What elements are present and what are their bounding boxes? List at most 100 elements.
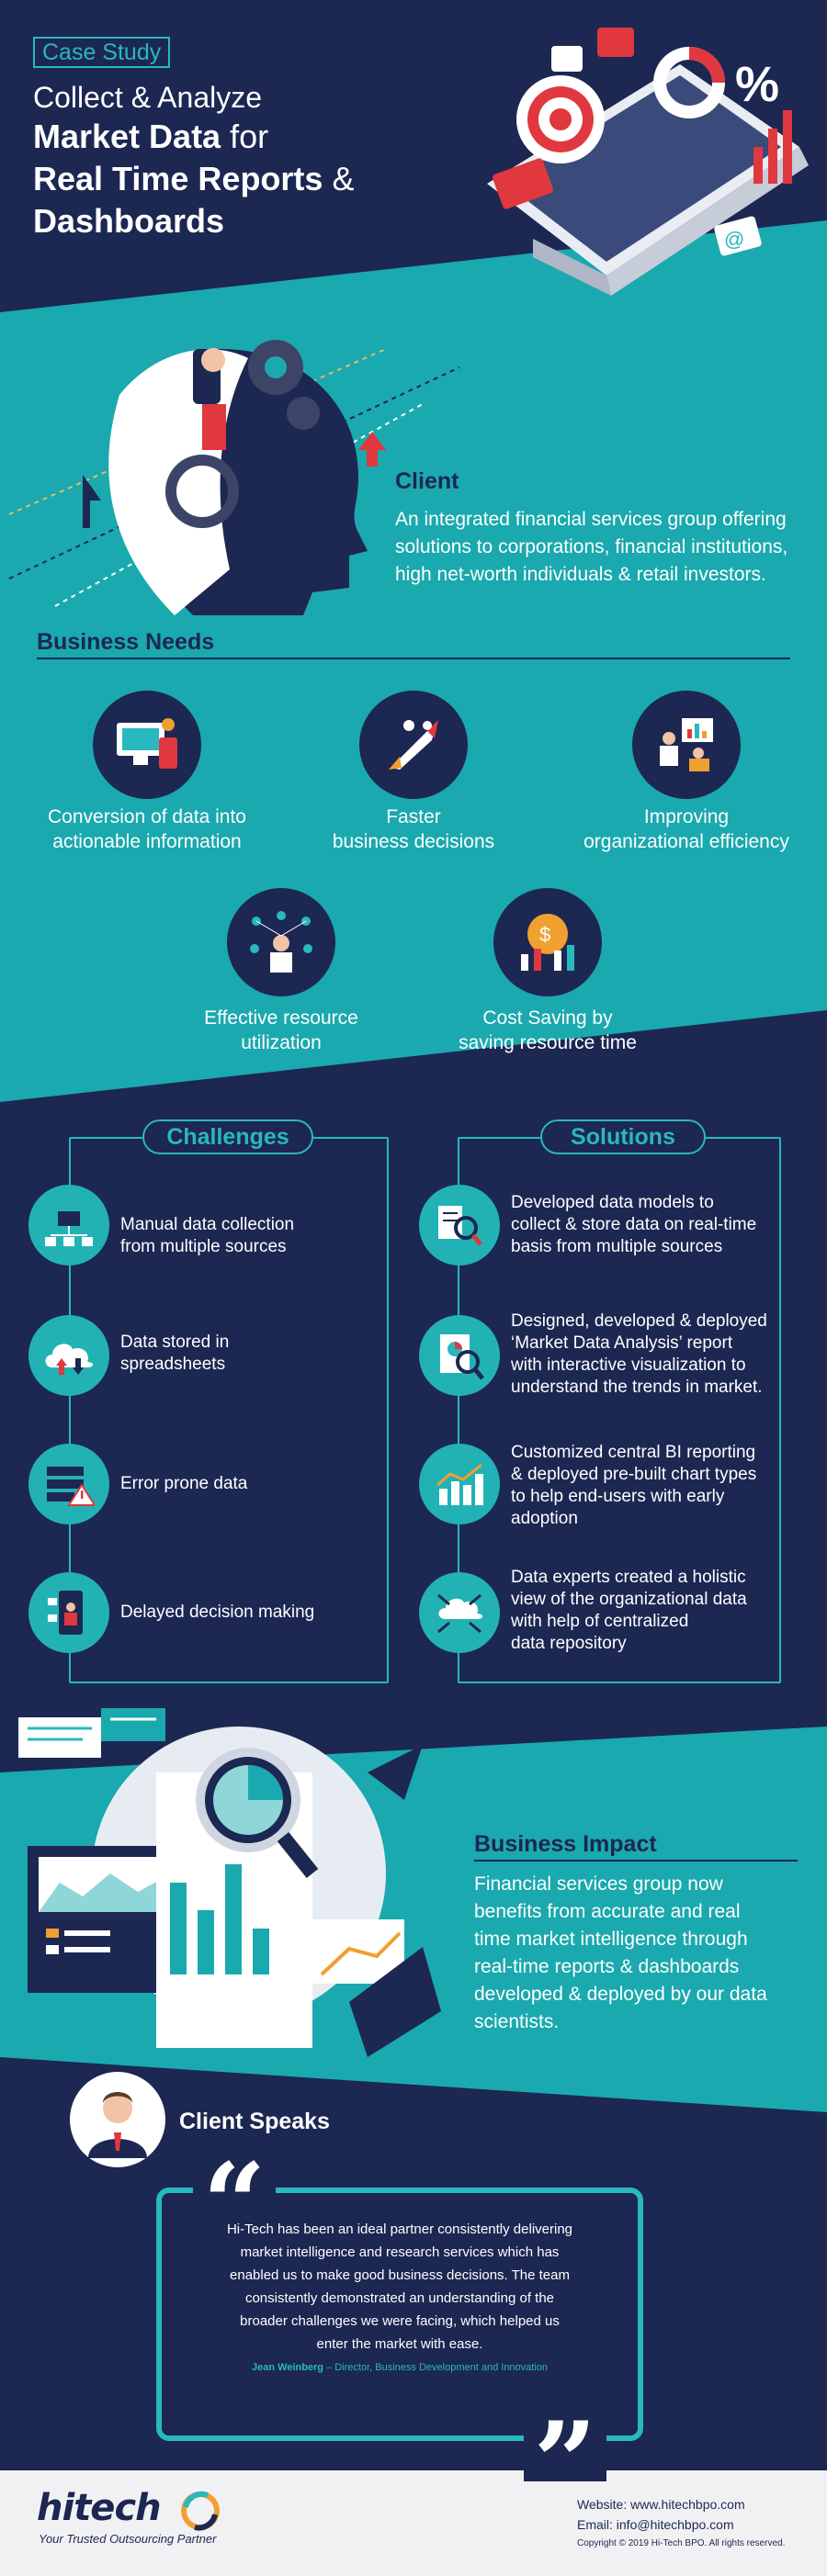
- footer-logo[interactable]: hitech: [37, 2487, 162, 2529]
- header-line-3-bold: Real Time Reports: [33, 160, 323, 197]
- footer-copyright: Copyright © 2019 Hi-Tech BPO. All rights…: [577, 2538, 786, 2548]
- laptop-illustration: % @: [487, 28, 809, 296]
- challenge-1-line-1: Manual data collection: [120, 1215, 295, 1234]
- business-impact-title: Business Impact: [474, 1831, 657, 1857]
- solution-4-line-3: with help of centralized: [511, 1612, 689, 1631]
- svg-text:@: @: [724, 228, 744, 251]
- need-5-line-1: Cost Saving by: [482, 1007, 613, 1029]
- solution-1-line-2: collect & store data on real-time: [511, 1215, 757, 1234]
- solution-label-2: Designed, developed & deployed‘Market Da…: [511, 1310, 767, 1399]
- need-4-line-1: Effective resource: [204, 1007, 358, 1029]
- head-gears-illustration: [83, 340, 386, 615]
- quote-line-4: consistently demonstrated an understandi…: [244, 2290, 555, 2306]
- need-2-line-1: Faster: [386, 806, 441, 827]
- footer-email[interactable]: Email: info@hitechbpo.com: [577, 2517, 734, 2532]
- delayed-decision-icon: [28, 1572, 109, 1653]
- solution-4-line-2: view of the organizational data: [511, 1590, 747, 1609]
- challenge-1-line-2: from multiple sources: [120, 1237, 287, 1256]
- challenges-pill: Challenges: [142, 1119, 313, 1154]
- solution-label-3: Customized central BI reporting & deploye…: [511, 1442, 756, 1530]
- challenge-4-line-1: Delayed decision making: [120, 1603, 315, 1622]
- solution-3-line-1: Customized central BI reporting: [511, 1443, 756, 1462]
- solution-3-line-3: to help end-users with early: [511, 1487, 725, 1506]
- client-title: Client: [395, 468, 459, 494]
- need-5-line-2: saving resource time: [459, 1032, 637, 1053]
- author-role: – Director, Business Development and Inn…: [323, 2362, 549, 2373]
- quote-line-6: enter the market with ease.: [316, 2336, 483, 2352]
- client-text: An integrated financial services group o…: [395, 509, 788, 585]
- resource-network-icon: [227, 888, 335, 996]
- solution-1-line-1: Developed data models to: [511, 1193, 714, 1212]
- open-quote-icon: “: [193, 2140, 276, 2268]
- challenge-label-4: Delayed decision making: [120, 1602, 314, 1624]
- cloud-upload-icon: [28, 1315, 109, 1396]
- challenge-2-line-2: spreadsheets: [120, 1355, 226, 1374]
- header-title: Collect & Analyze Market Data for Real T…: [33, 79, 456, 242]
- challenge-2-line-1: Data stored in: [120, 1333, 230, 1352]
- impact-line-3: time market intelligence through: [474, 1929, 748, 1950]
- need-3-line-2: organizational efficiency: [583, 831, 789, 852]
- challenge-label-2: Data stored in spreadsheets: [120, 1332, 229, 1376]
- impact-line-1: Financial services group now: [474, 1873, 723, 1895]
- data-model-search-icon: [419, 1185, 500, 1266]
- rocket-icon: [359, 691, 468, 799]
- client-avatar: [70, 2072, 165, 2167]
- network-collection-icon: [28, 1185, 109, 1266]
- testimonial-box: [156, 2188, 643, 2441]
- solution-1-line-3: basis from multiple sources: [511, 1237, 723, 1256]
- quote-line-2: market intelligence and research service…: [240, 2244, 560, 2260]
- impact-line-5: developed & deployed by our data: [474, 1984, 767, 2005]
- solution-4-line-1: Data experts created a holistic: [511, 1568, 746, 1587]
- solution-4-line-4: data repository: [511, 1634, 627, 1653]
- logo-mark-icon: [181, 2491, 220, 2531]
- need-label-3: Improving organizational efficiency: [549, 804, 824, 854]
- case-study-badge: Case Study: [33, 37, 171, 68]
- header-line-2-rest: for: [221, 118, 269, 155]
- header-line-3-rest: &: [323, 160, 355, 197]
- footer-tagline: Your Trusted Outsourcing Partner: [39, 2532, 217, 2546]
- quote-line-5: broader challenges we were facing, which…: [240, 2313, 560, 2329]
- solution-3-line-2: & deployed pre-built chart types: [511, 1465, 757, 1484]
- business-impact-text: Financial services group now benefits fr…: [474, 1871, 805, 2036]
- need-3-line-1: Improving: [643, 806, 730, 827]
- cloud-repository-icon: [419, 1572, 500, 1653]
- solution-2-line-4: understand the trends in market.: [511, 1378, 763, 1397]
- data-conversion-icon: [93, 691, 201, 799]
- quote-line-3: enabled us to make good business decisio…: [230, 2267, 570, 2283]
- need-label-5: Cost Saving by saving resource time: [410, 1006, 685, 1055]
- author-name: Jean Weinberg: [251, 2362, 324, 2373]
- testimonial-author: Jean Weinberg – Director, Business Devel…: [184, 2362, 616, 2373]
- business-impact-divider: [474, 1860, 798, 1862]
- solution-2-line-2: ‘Market Data Analysis’ report: [511, 1333, 733, 1353]
- testimonial-quote: Hi-Tech has been an ideal partner consis…: [184, 2218, 616, 2356]
- need-1-line-2: actionable information: [52, 831, 242, 852]
- logo-text: hitech: [37, 2487, 162, 2529]
- solution-label-1: Developed data models to collect & store …: [511, 1192, 756, 1258]
- challenge-3-line-1: Error prone data: [120, 1474, 248, 1493]
- report-analysis-icon: [419, 1315, 500, 1396]
- solution-label-4: Data experts created a holistic view of t…: [511, 1567, 747, 1655]
- dashboard-illustration: [18, 1708, 441, 2057]
- solution-3-line-4: adoption: [511, 1509, 578, 1528]
- impact-line-2: benefits from accurate and real: [474, 1901, 741, 1922]
- svg-text:%: %: [735, 57, 779, 112]
- client-speaks-title: Client Speaks: [179, 2109, 330, 2134]
- challenge-label-1: Manual data collection from multiple sour…: [120, 1214, 294, 1258]
- close-quote-icon: ”: [524, 2399, 606, 2527]
- header-line-4: Dashboards: [33, 202, 225, 240]
- cost-saving-icon: $: [493, 888, 602, 996]
- footer-website[interactable]: Website: www.hitechbpo.com: [577, 2497, 745, 2512]
- business-needs-divider: [37, 658, 790, 659]
- team-presentation-icon: [632, 691, 741, 799]
- header-line-2-bold: Market Data: [33, 118, 221, 155]
- solution-2-line-1: Designed, developed & deployed: [511, 1311, 767, 1331]
- need-2-line-2: business decisions: [332, 831, 495, 852]
- impact-line-4: real-time reports & dashboards: [474, 1956, 740, 1977]
- impact-line-6: scientists.: [474, 2011, 560, 2032]
- challenge-label-3: Error prone data: [120, 1473, 247, 1495]
- bar-chart-trend-icon: [419, 1444, 500, 1524]
- business-needs-title: Business Needs: [37, 629, 215, 655]
